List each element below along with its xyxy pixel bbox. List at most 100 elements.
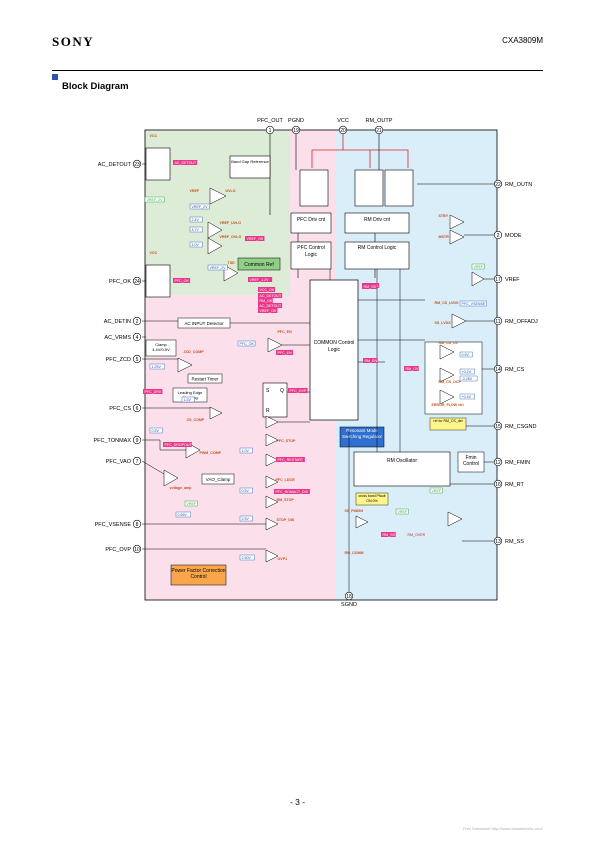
vref-pin-number: 17 [495,277,501,283]
signal-tag-rm-ov: RM_OV [404,366,419,371]
signal-tag-vcc-a: VCC [150,134,158,138]
signal-tag-v0-25: -0.25V [459,375,478,382]
signal-tag-ss-lvds: SS_LVDS [435,321,452,325]
pfc_ok-pin: 24 [132,276,142,286]
vao-clamp-label: VAO_Clamp [206,477,231,482]
svg-text:RM_CS_OCP: RM_CS_OCP [439,380,462,384]
clamp-label: Clamp 4.4V/0.5V [152,342,170,352]
svg-text:1.5V: 1.5V [184,398,192,402]
svg-text:VREF_OK: VREF_OK [247,237,264,241]
band-gap-box [229,155,271,179]
svg-text:SS_FINISH: SS_FINISH [345,509,364,513]
mode-pin: 2 [493,230,503,240]
pfc_cs-pin: 6 [132,403,142,413]
rm_csgnd-pin-label: RM_CSGND [505,424,537,430]
pfc_vsense-pin-number: 8 [136,522,139,528]
pgnd-pin-label: PGND [288,118,304,124]
pfc_tonmax-pin-number: 9 [136,438,139,444]
svg-text:PWM_COMP: PWM_COMP [200,451,222,455]
svg-text:PFC_DRV: PFC_DRV [145,390,162,394]
restart-timer-box [187,373,223,384]
rm_outp-pin-number: 21 [376,128,382,134]
svg-text:RM_OVER: RM_OVER [408,533,426,537]
svg-text:VREF_2V: VREF_2V [192,205,209,209]
svg-text:TSD: TSD [228,261,236,265]
svg-text:ERROR_FLOW ctrl: ERROR_FLOW ctrl [432,403,464,407]
svg-text:0.5V: 0.5V [242,489,250,493]
pgnd-pin-number: 19 [293,128,299,134]
output-stage-wires [311,133,409,168]
svg-text:2.4V: 2.4V [192,218,200,222]
signal-tag-vref: VREF [190,189,200,193]
vref-uvlo-comparator [207,221,223,239]
rm_outn-pin-label: RM_OUTN [505,182,532,188]
ac_vrms-pin-label: AC_VRMS [104,335,131,341]
signal-tag-vref-e: VREF [429,487,443,494]
pfc_cs-pin-number: 6 [136,406,139,412]
signal-tag-v2-50: 2.50V [239,554,255,561]
voltage-amp [163,469,179,487]
rm_cs-pin: 14 [493,364,503,374]
rm-cs-lvds-comparator [439,344,455,360]
vref-pin: 17 [493,274,503,284]
sr-latch-q: Q [280,388,284,394]
rm-output-stage-p [354,169,384,207]
section-marker [52,74,58,80]
svg-text:+0.2V: +0.2V [462,370,472,374]
svg-text:2.5V: 2.5V [242,517,250,521]
svg-text:+0.4V: +0.4V [462,395,472,399]
pfc_out-pin-number: 1 [269,128,272,134]
svg-text:PFC_EN: PFC_EN [278,351,293,355]
signal-tag-rm-comm: RM_COMM [345,551,364,555]
band-gap-label: Band Gap Reference [231,159,269,164]
signal-tag-v0-65: 0.65V [175,511,191,518]
signal-tag-pfc-vsense-b: PFC_VSENSE [459,300,487,307]
signal-tag-vcc-b: VCC [150,251,158,255]
signal-tag-pfc-stop: PFC_STOP [277,439,297,443]
svg-text:RM_SS: RM_SS [383,533,396,537]
svg-text:voltage_amp: voltage_amp [170,486,193,490]
rm_offadj-pin-label: RM_OFFADJ [505,319,538,325]
ac_detin-pin-label: AC_DETIN [104,319,131,325]
svg-text:MSTR: MSTR [439,235,450,239]
part-number: CXA3809M [502,36,543,45]
svg-text:0.65V: 0.65V [178,513,188,517]
rm-control-logic-label: RM Control Logic [357,245,397,251]
mode-pin-label: MODE [505,233,522,239]
svg-text:1.0V: 1.0V [242,449,250,453]
signal-tag-ac-detout-sig: AC_DETOUT [173,160,198,165]
rm_fmin-pin-number: 12 [495,460,501,466]
restart-comparator [265,453,279,467]
pfc-output-stage [299,169,329,207]
mstr-comparator [449,229,465,245]
signal-tag-vref-ok-b: VREF_OK [258,308,278,313]
rm_rt-pin-number: 16 [495,482,501,488]
ac_vrms-pin: 4 [132,332,142,342]
ss-finish-comparator [355,515,369,529]
ac_detout-pin: 23 [132,159,142,169]
svg-text:4.7V: 4.7V [192,228,200,232]
signal-tag-pfc-restart: PFC_RESTART [276,457,305,462]
svg-text:VREF_2V: VREF_2V [147,198,164,202]
rm_offadj-pin-number: 11 [495,319,500,325]
restart-timer-label: Restart Timer [191,377,219,382]
signal-tag-v1-5: 1.5V [181,396,195,403]
section-title: Block Diagram [62,81,129,92]
zcd-comparator [177,357,193,373]
uvlo-comparator [209,187,227,205]
signal-tag-stby: STBY [439,214,449,218]
svg-text:VREF: VREF [187,502,197,506]
svg-text:PFC_RESTART: PFC_RESTART [278,458,304,462]
pfc_ok-pin-number: 24 [134,279,140,285]
signal-tag-pfc-dropout: PFC_DROPOUT [163,442,192,447]
signal-tag-vref-2v-c: VREF_2V [207,264,228,271]
svg-text:VCC: VCC [150,134,158,138]
svg-text:VREF_OVLO: VREF_OVLO [220,235,242,239]
signal-tag-zcd-comp: ZCD_COMP [184,350,205,354]
vref-pin-label: VREF [505,277,520,283]
signal-tag-rm-ss-sig: RM_SS [362,284,377,289]
ac_vrms-pin-number: 4 [136,335,139,341]
